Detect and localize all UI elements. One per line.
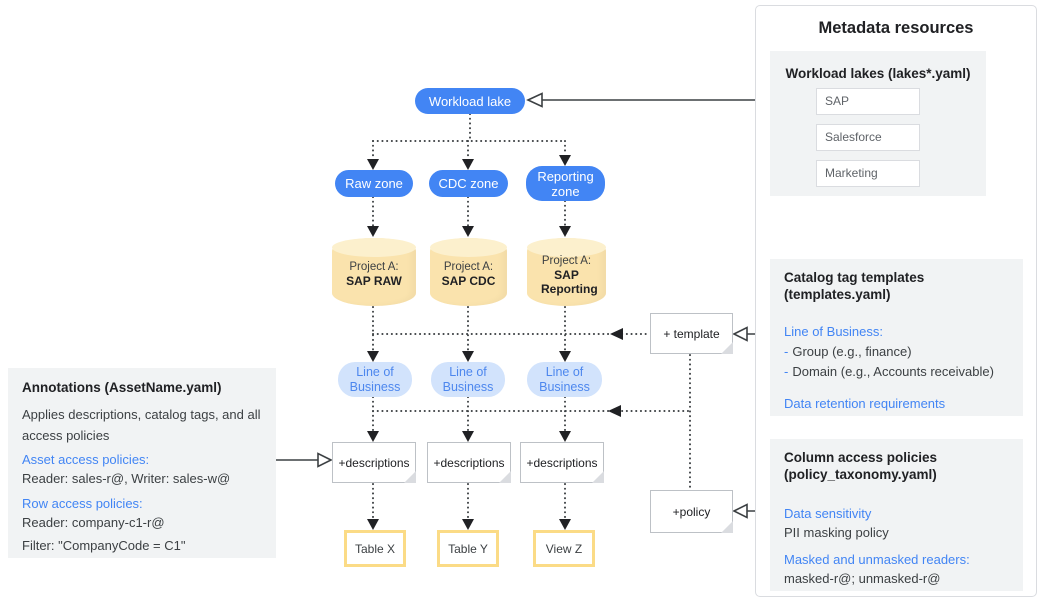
annotations-body: Applies descriptions, catalog tags, and …: [22, 407, 261, 443]
masked-readers-value: masked-r@; unmasked-r@: [784, 571, 941, 586]
lake-item-marketing: Marketing: [816, 160, 920, 187]
table-x-node: Table X: [344, 530, 406, 567]
policy-note: +policy: [650, 490, 733, 533]
view-z-node: View Z: [533, 530, 595, 567]
project-name: SAP RAW: [346, 274, 402, 288]
catalog-templates-title: Catalog tag templates: [784, 270, 925, 285]
lob-template-heading: Line of Business:: [784, 324, 884, 339]
project-prefix: Project A:: [443, 261, 494, 273]
descriptions-note-2: +descriptions: [427, 442, 511, 483]
line-of-business-tag-1: Line of Business: [338, 362, 412, 397]
line-of-business-tag-3: Line of Business: [527, 362, 602, 397]
workload-lakes-title: Workload lakes (lakes*.yaml): [785, 66, 971, 81]
catalog-templates-filename: (templates.yaml): [784, 287, 891, 302]
catalog-tag-templates-box: Catalog tag templates (templates.yaml) L…: [770, 259, 1023, 416]
column-policies-filename: (policy_taxonomy.yaml): [784, 467, 937, 482]
annotations-panel: Annotations (AssetName.yaml) Applies des…: [8, 368, 276, 558]
raw-zone-node: Raw zone: [335, 170, 413, 197]
descriptions-note-3: +descriptions: [520, 442, 604, 483]
project-sap-cdc-cylinder: Project A:SAP CDC: [430, 238, 507, 306]
bullet-dash: -: [784, 344, 789, 359]
data-sensitivity-value: PII masking policy: [784, 525, 889, 540]
table-y-node: Table Y: [437, 530, 499, 567]
data-sensitivity-heading: Data sensitivity: [784, 506, 872, 521]
descriptions-note-1: +descriptions: [332, 442, 416, 483]
column-policies-title: Column access policies: [784, 450, 938, 465]
workload-lake-node: Workload lake: [415, 88, 525, 114]
project-prefix: Project A:: [349, 261, 399, 273]
reporting-zone-node: Reporting zone: [526, 166, 605, 201]
row-access-value: Reader: company-c1-r@: [22, 515, 165, 530]
project-sap-reporting-cylinder: Project A:SAP Reporting: [527, 238, 606, 306]
project-name: SAP Reporting: [541, 268, 598, 296]
column-access-policies-box: Column access policies (policy_taxonomy.…: [770, 439, 1023, 591]
asset-access-heading: Asset access policies:: [22, 452, 150, 467]
masked-readers-heading: Masked and unmasked readers:: [784, 552, 970, 567]
workload-lakes-box: Workload lakes (lakes*.yaml) SAP Salesfo…: [770, 51, 986, 196]
template-note: + template: [650, 313, 733, 354]
project-name: SAP CDC: [441, 274, 496, 288]
annotations-title: Annotations (AssetName.yaml): [22, 380, 222, 395]
filter-value: Filter: "CompanyCode = C1": [22, 538, 186, 553]
data-retention-heading: Data retention requirements: [784, 396, 946, 411]
project-prefix: Project A:: [541, 255, 592, 267]
row-access-heading: Row access policies:: [22, 496, 143, 511]
lake-item-salesforce: Salesforce: [816, 124, 920, 151]
lake-item-sap: SAP: [816, 88, 920, 115]
line-of-business-tag-2: Line of Business: [431, 362, 505, 397]
template-bullet-group: Group (e.g., finance): [792, 344, 912, 359]
asset-access-value: Reader: sales-r@, Writer: sales-w@: [22, 471, 231, 486]
project-sap-raw-cylinder: Project A:SAP RAW: [332, 238, 416, 306]
metadata-resources-panel: Metadata resources Workload lakes (lakes…: [755, 5, 1037, 597]
template-bullet-domain: Domain (e.g., Accounts receivable): [792, 364, 994, 379]
metadata-panel-title: Metadata resources: [818, 19, 974, 37]
cdc-zone-node: CDC zone: [429, 170, 508, 197]
bullet-dash: -: [784, 364, 789, 379]
